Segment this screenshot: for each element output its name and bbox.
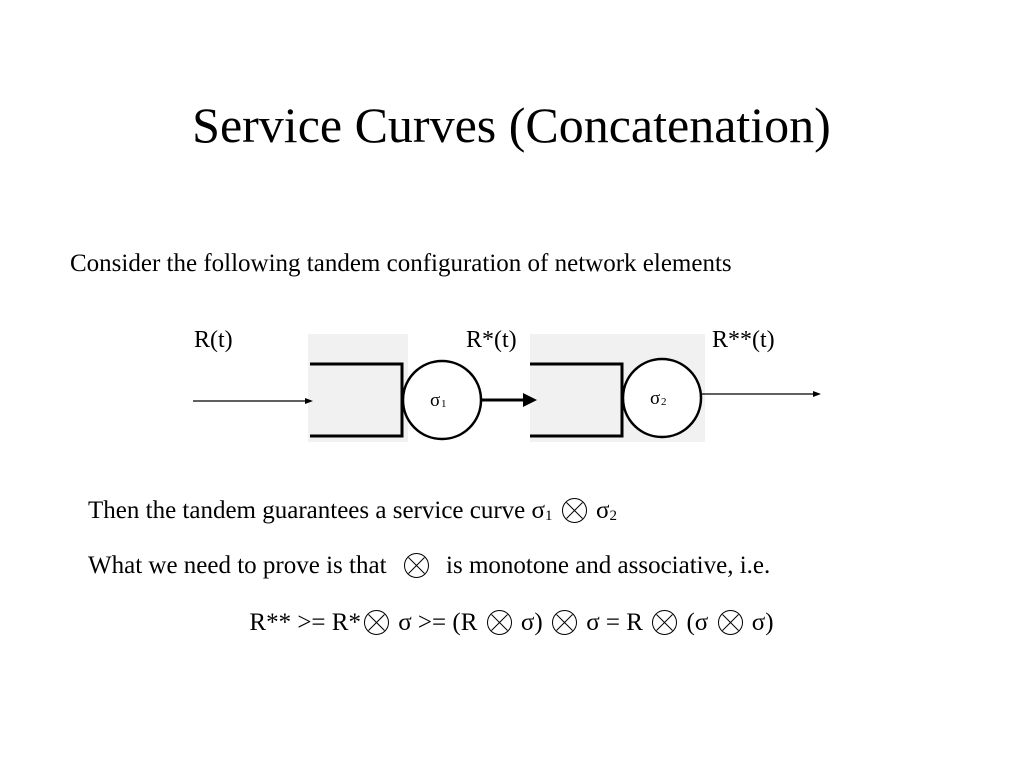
line1-text: Then the tandem guarantees a service cur… bbox=[88, 497, 532, 524]
circled-times-icon bbox=[363, 609, 390, 636]
eq-part-2: σ >= (R bbox=[391, 609, 484, 636]
input-arrow-icon bbox=[193, 398, 313, 404]
eq-part-3: σ) bbox=[514, 609, 549, 636]
sigma-1-symbol: σ bbox=[531, 497, 546, 524]
eq-part-6: σ) bbox=[745, 609, 774, 636]
server-1-circle: σ 1 bbox=[401, 359, 483, 441]
circled-times-icon bbox=[551, 609, 578, 636]
output-arrow-icon bbox=[702, 391, 821, 397]
server-2-circle: σ 2 bbox=[621, 357, 703, 439]
eq-part-1: R** >= R* bbox=[249, 609, 361, 636]
server-1-subscript: 1 bbox=[441, 398, 447, 410]
tandem-guarantee-text: Then the tandem guarantees a service cur… bbox=[88, 497, 617, 525]
sigma-2-subscript: 2 bbox=[609, 508, 618, 524]
line2-part-a: What we need to prove is that bbox=[88, 552, 393, 579]
diagram-panel-1 bbox=[308, 334, 408, 442]
associativity-equation: R** >= R* σ >= (R σ) σ = R (σ σ) bbox=[0, 609, 1023, 637]
sigma-2-symbol: σ bbox=[596, 497, 610, 524]
eq-part-4: σ = R bbox=[579, 609, 650, 636]
intro-text: Consider the following tandem configurat… bbox=[70, 250, 732, 277]
server-2-subscript: 2 bbox=[661, 396, 667, 408]
circled-times-icon bbox=[651, 609, 678, 636]
slide-title: Service Curves (Concatenation) bbox=[192, 97, 831, 153]
line2-part-b: is monotone and associative, i.e. bbox=[446, 552, 771, 579]
server-2-symbol: σ bbox=[650, 388, 660, 409]
prove-statement-text: What we need to prove is that is monoton… bbox=[88, 552, 770, 580]
eq-part-5: (σ bbox=[680, 609, 715, 636]
circled-times-icon bbox=[403, 552, 430, 579]
output-arrival-label: R**(t) bbox=[712, 327, 775, 353]
sigma-1-subscript: 1 bbox=[545, 508, 553, 524]
input-arrival-label: R(t) bbox=[194, 327, 233, 353]
intermediate-arrival-label: R*(t) bbox=[466, 327, 517, 353]
circled-times-icon bbox=[486, 609, 513, 636]
circled-times-icon bbox=[717, 609, 744, 636]
middle-arrow-icon bbox=[481, 393, 537, 407]
circled-times-icon bbox=[561, 497, 588, 524]
server-1-symbol: σ bbox=[430, 390, 440, 411]
tandem-diagram: σ 1 σ 2 bbox=[193, 334, 821, 442]
